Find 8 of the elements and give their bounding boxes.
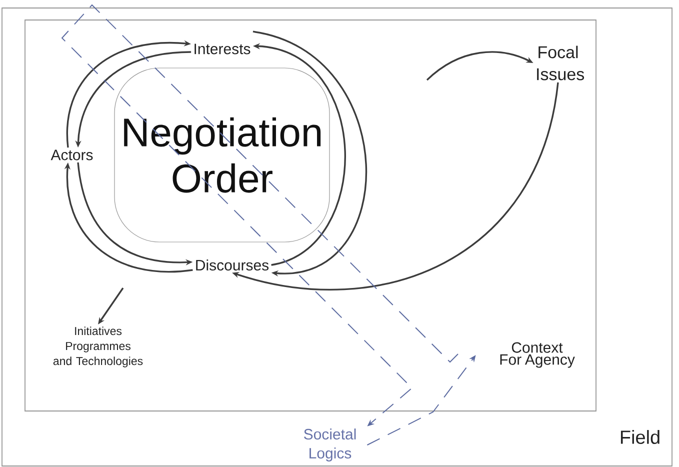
concept-label: Interests — [194, 44, 250, 54]
concept-label: Societal Logics — [304, 428, 356, 462]
arrow — [252, 30, 367, 276]
concept-label: Discourses — [196, 260, 269, 270]
concept-label: Initiatives Programmes and Technologies — [53, 326, 143, 368]
concept-label: Actors — [50, 150, 93, 160]
concept-label: Focal Issues — [537, 46, 584, 80]
negotiation-order-box: Negotiation Order — [114, 68, 330, 242]
